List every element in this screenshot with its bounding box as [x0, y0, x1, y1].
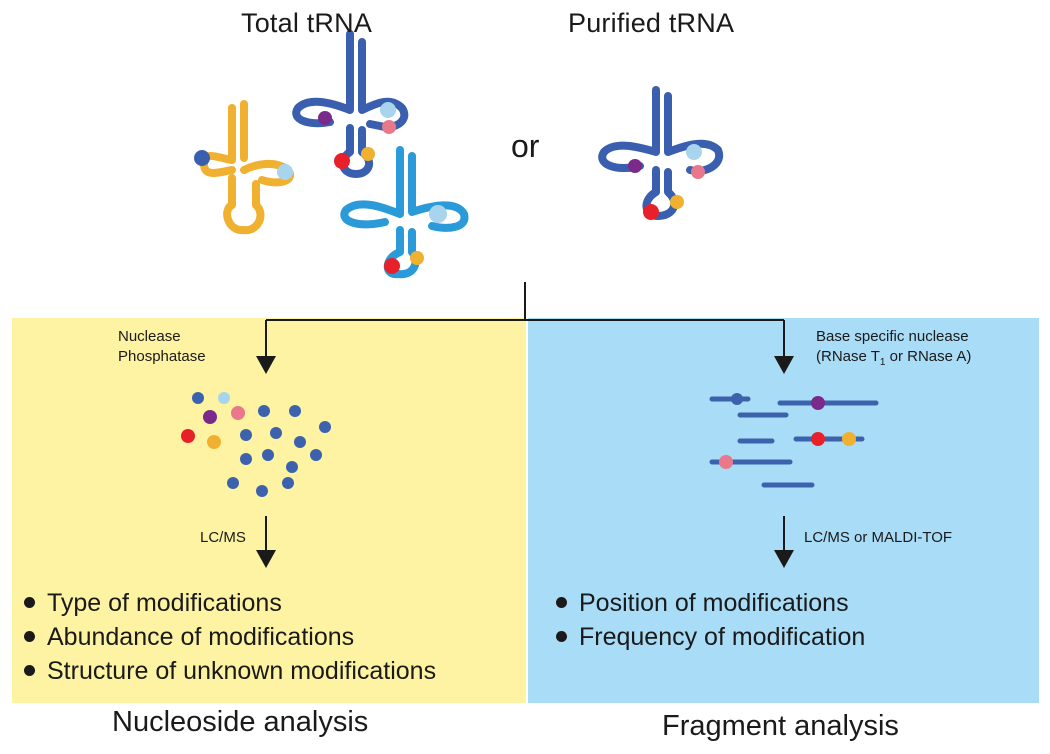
modification-dot [382, 120, 396, 134]
fragment-modifications [719, 393, 856, 469]
fragment-analysis-caption: Fragment analysis [662, 710, 899, 742]
trna-orange-icon [200, 100, 294, 235]
base-specific-nuclease-label: Base specific nuclease (RNase T1 or RNas… [816, 328, 972, 368]
arrow-down-icon [774, 550, 794, 568]
arrow-down-icon [774, 356, 794, 374]
list-item: Structure of unknown modifications [24, 654, 436, 688]
lcms-label: LC/MS [200, 529, 246, 546]
fragment-results-list: Position of modifications Frequency of m… [556, 586, 865, 654]
modification-dot [380, 102, 396, 118]
total-trna-label: Total tRNA [241, 8, 373, 38]
list-item: Abundance of modifications [24, 620, 436, 654]
lcms-maldi-label: LC/MS or MALDI-TOF [804, 529, 953, 546]
bullet-icon [24, 596, 35, 608]
modification-dot [670, 195, 684, 209]
branch-connector [265, 282, 785, 358]
bullet-icon [556, 596, 567, 608]
list-item: Position of modifications [556, 586, 865, 620]
nucleoside-results-list: Type of modifications Abundance of modif… [24, 586, 436, 688]
nucleoside-analysis-caption: Nucleoside analysis [112, 706, 369, 738]
modification-dot [277, 164, 293, 180]
arrow-down-icon [256, 356, 276, 374]
bullet-icon [24, 630, 35, 642]
bullet-icon [556, 630, 567, 642]
modification-dot [686, 144, 702, 160]
modification-dot [691, 165, 705, 179]
modification-dot [318, 111, 332, 125]
modification-dot [429, 205, 447, 223]
modification-dot [361, 147, 375, 161]
modification-dot [384, 258, 400, 274]
nucleoside-analysis-panel [12, 318, 526, 703]
modification-dot [410, 251, 424, 265]
list-item: Frequency of modification [556, 620, 865, 654]
bullet-icon [24, 664, 35, 676]
modification-dot [628, 159, 642, 173]
or-label: or [511, 128, 540, 164]
modification-dot [334, 153, 350, 169]
modification-dot [643, 204, 659, 220]
nuclease-phosphatase-label: Nuclease Phosphatase [118, 328, 206, 365]
fragment-analysis-panel [528, 318, 1039, 703]
arrow-down-icon [256, 550, 276, 568]
nucleoside-cluster [181, 392, 331, 497]
purified-trna-label: Purified tRNA [568, 8, 735, 38]
modification-dot [194, 150, 210, 166]
list-item: Type of modifications [24, 586, 436, 620]
trna-purified-icon [598, 86, 724, 220]
